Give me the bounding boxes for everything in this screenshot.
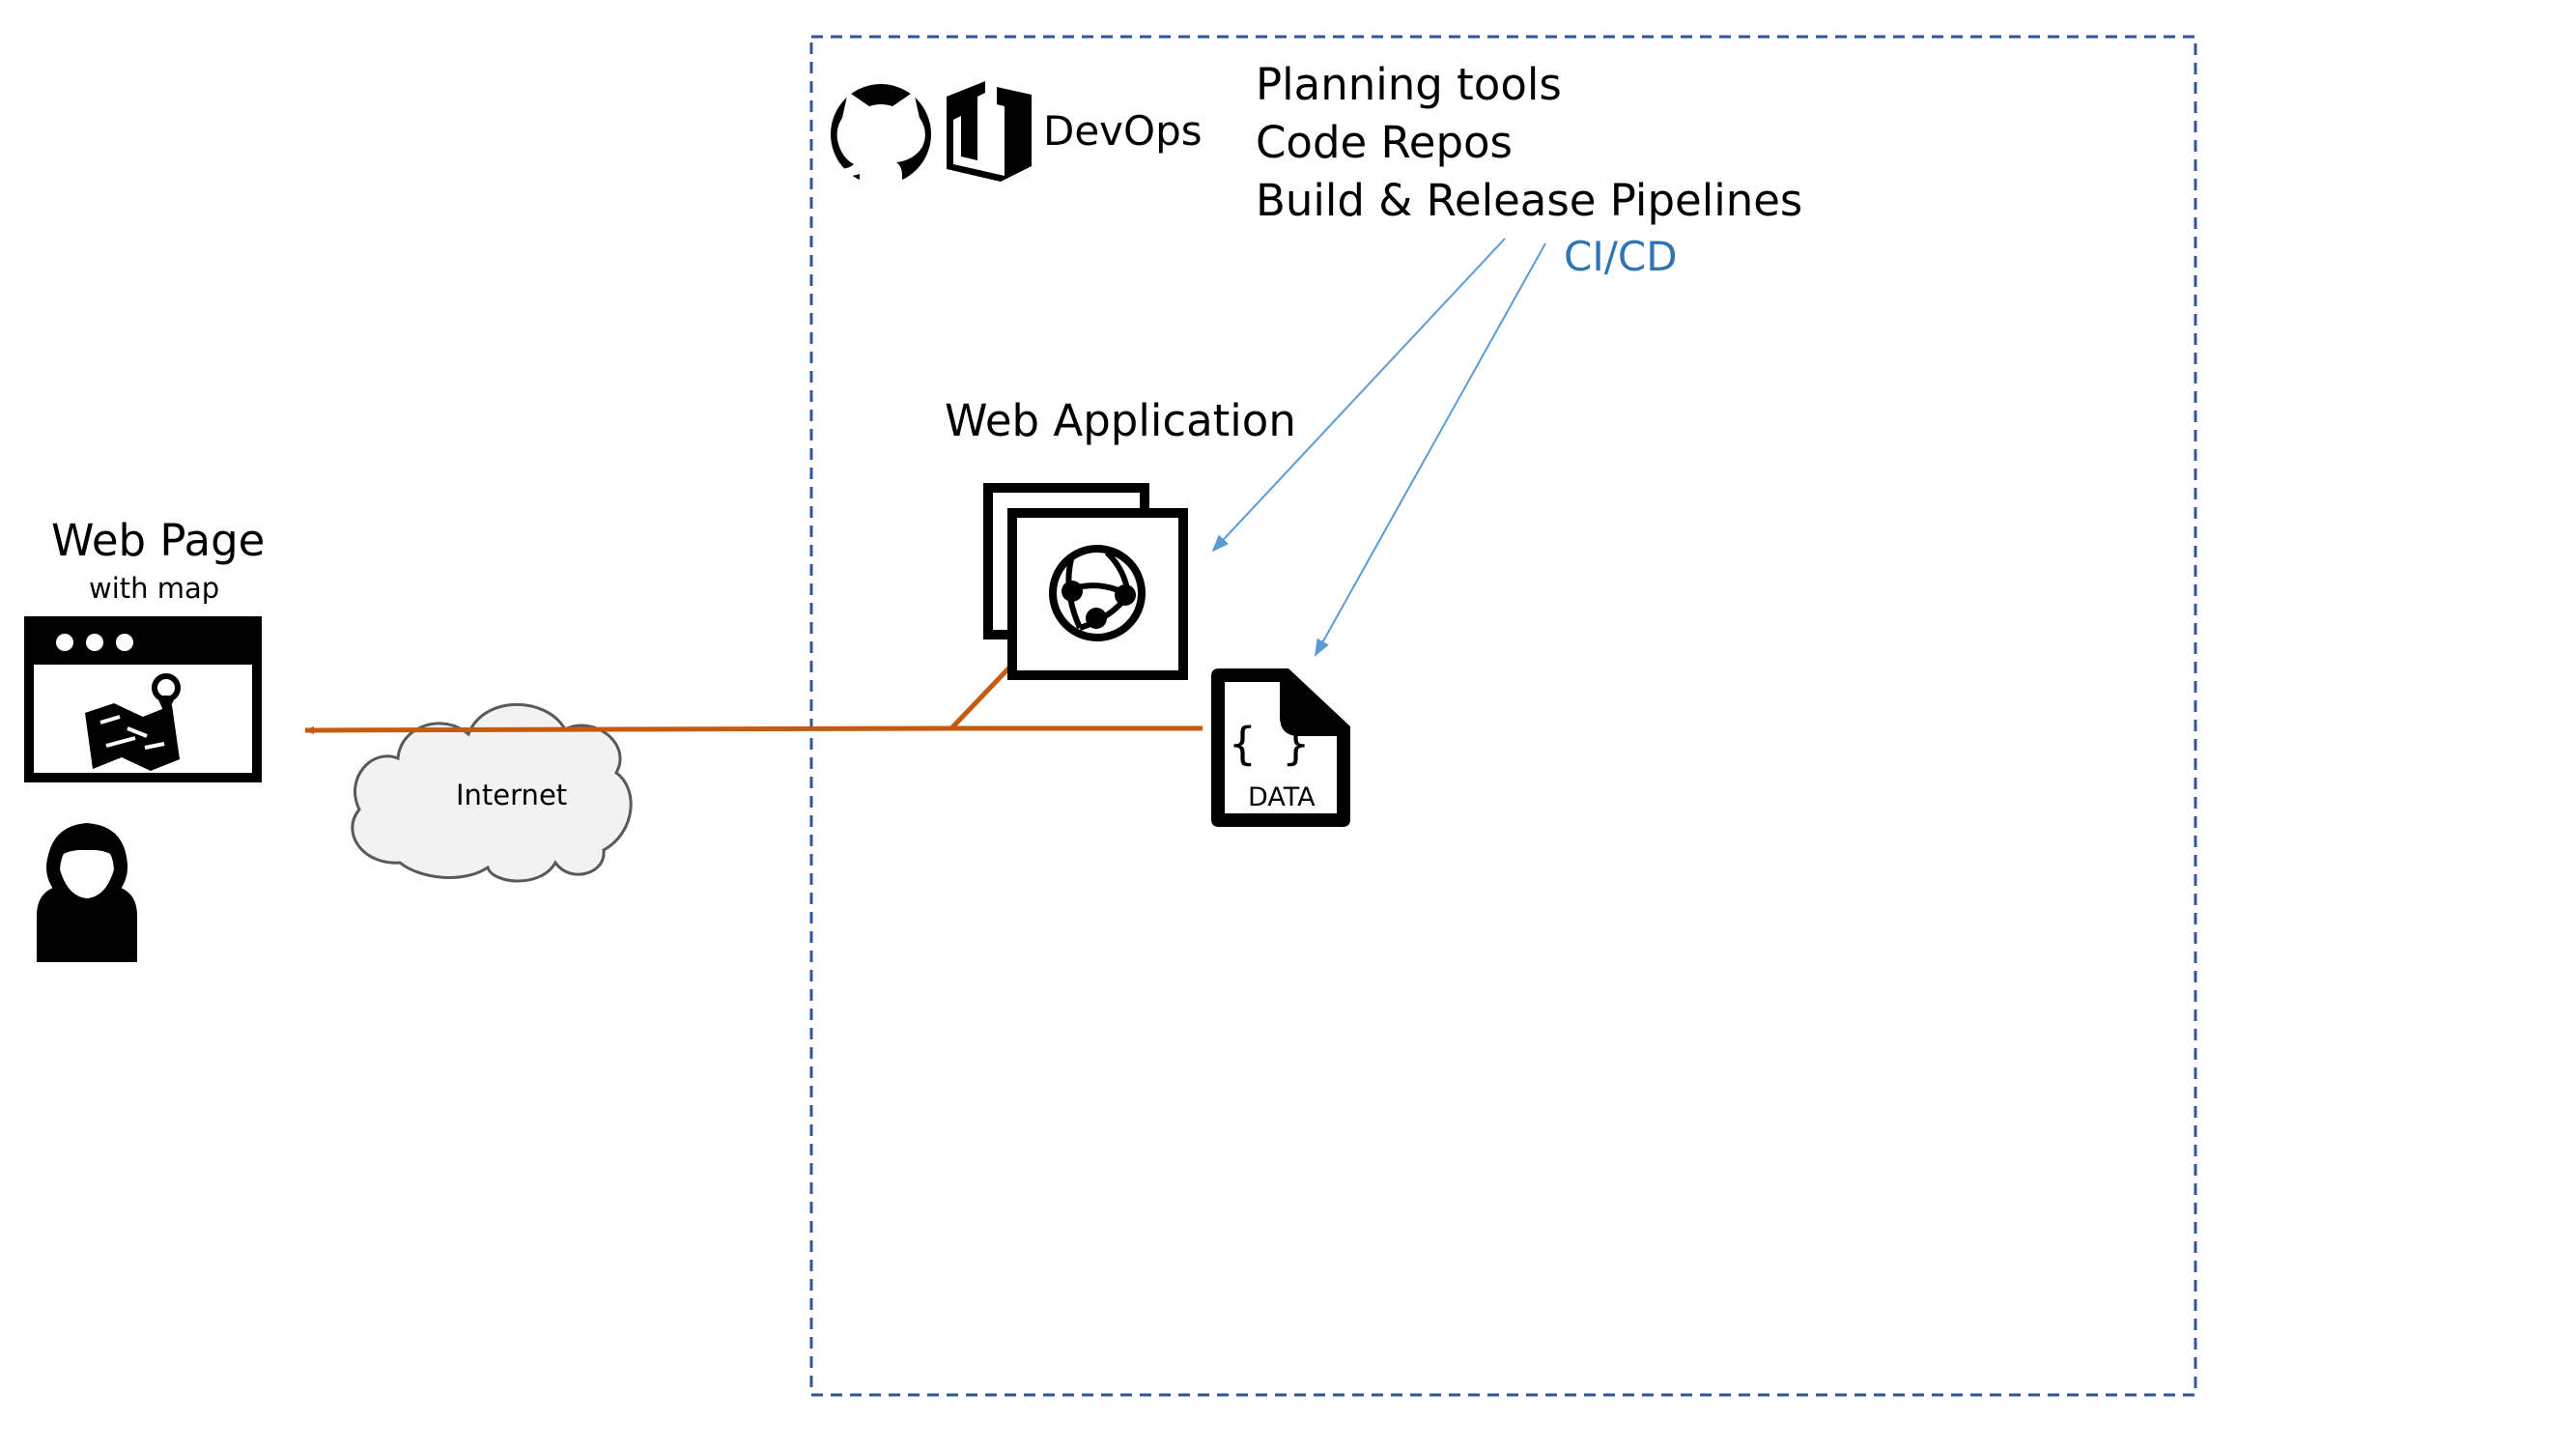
- web-page-subtitle: with map: [89, 572, 220, 605]
- data-file-label: DATA: [1248, 782, 1316, 812]
- cicd-arrows: [1211, 238, 1546, 657]
- user-icon: [37, 823, 137, 962]
- azure-devops-icon: [947, 81, 1032, 182]
- internet-label: Internet: [456, 779, 568, 811]
- browser-map-icon: [24, 616, 262, 782]
- web-page-title: Web Page: [51, 515, 266, 566]
- cicd-label: CI/CD: [1564, 233, 1678, 280]
- devops-item-pipelines: Build & Release Pipelines: [1256, 175, 1803, 226]
- app-service-icon: [983, 483, 1188, 680]
- web-application-title: Web Application: [945, 395, 1296, 446]
- svg-text:{ }: { }: [1229, 718, 1309, 770]
- devops-items-list: Planning tools Code Repos Build & Releas…: [1256, 56, 1802, 230]
- devops-item-repos: Code Repos: [1256, 117, 1513, 168]
- devops-item-planning: Planning tools: [1256, 59, 1562, 110]
- github-icon: [831, 84, 931, 187]
- data-flow-connector: [304, 663, 1203, 734]
- devops-label: DevOps: [1043, 107, 1203, 155]
- json-file-icon: { }: [1211, 668, 1350, 827]
